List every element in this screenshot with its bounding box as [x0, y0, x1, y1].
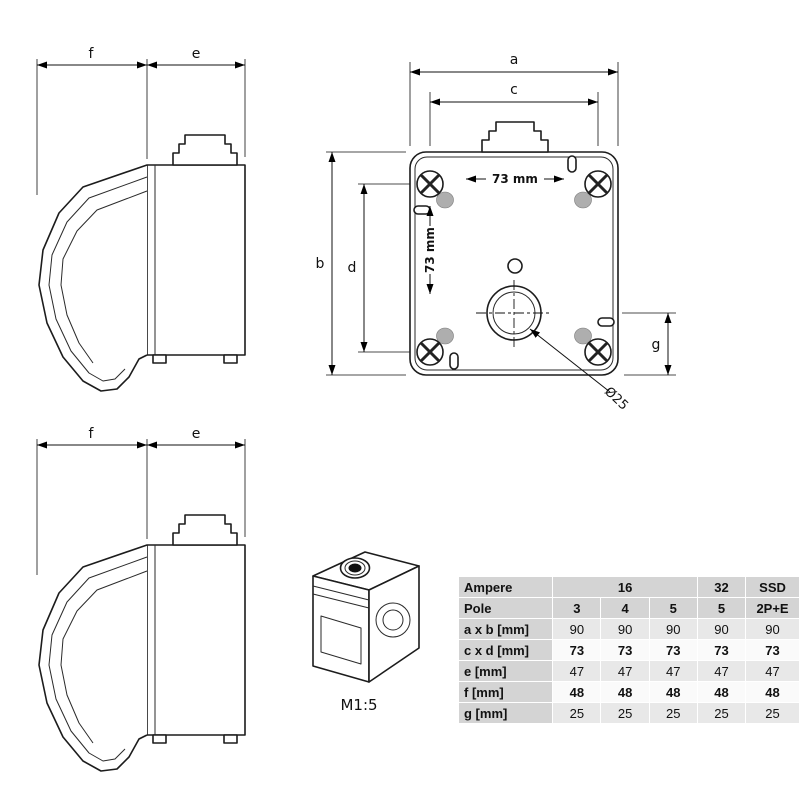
table-cell: 47: [696, 660, 747, 682]
side-view-top: f e: [36, 46, 246, 392]
socket-recess: [375, 602, 411, 638]
dimension-label-g: g: [652, 337, 661, 353]
screw-bottom-right: [574, 327, 612, 366]
table-cell: 90: [552, 618, 602, 640]
mounting-foot: [223, 734, 238, 744]
table-cell: 47: [600, 660, 650, 682]
table-cell: 2P+E: [745, 597, 800, 619]
table-cell: 73: [552, 639, 602, 661]
table-cell: 48: [552, 681, 602, 703]
table-row-ampere: Ampere 16 32 SSD: [457, 576, 800, 598]
membrane-gland: [481, 121, 549, 153]
table-cell: 25: [745, 702, 800, 724]
table-cell: 4: [600, 597, 650, 619]
table-cell: 90: [745, 618, 800, 640]
table-cell: 25: [648, 702, 698, 724]
table-cell: 48: [600, 681, 650, 703]
dimension-label-a: a: [510, 52, 519, 68]
row-header: f [mm]: [457, 681, 554, 703]
screw-top-right: [574, 170, 612, 209]
table-cell: 25: [552, 702, 602, 724]
table-cell: 47: [552, 660, 602, 682]
fixing-slot: [567, 155, 577, 173]
hinged-lid: [38, 164, 148, 392]
row-header: c x d [mm]: [457, 639, 554, 661]
table-cell: 48: [648, 681, 698, 703]
row-header-pole: Pole: [457, 597, 554, 619]
table-cell: 47: [648, 660, 698, 682]
table-cell: 73: [648, 639, 698, 661]
table-cell: 90: [648, 618, 698, 640]
ampere-ssd-cell: SSD: [745, 576, 800, 598]
pilot-hole: [507, 258, 523, 274]
table-cell: 48: [696, 681, 747, 703]
hinged-lid: [38, 544, 148, 772]
dimension-label-b: b: [316, 256, 325, 272]
table-cell: 73: [600, 639, 650, 661]
table-cell: 90: [600, 618, 650, 640]
table-cell: 25: [696, 702, 747, 724]
fixing-slot: [413, 205, 431, 215]
lid-window: [320, 615, 362, 665]
mounting-foot: [152, 734, 167, 744]
dimension-label-c: c: [510, 82, 518, 98]
gland-hole: [348, 563, 362, 573]
table-cell: 90: [696, 618, 747, 640]
table-row-e: e [mm] 47 47 47 47 47: [457, 660, 800, 682]
fixing-slot: [449, 352, 459, 370]
table-row-axb: a x b [mm] 90 90 90 90 90: [457, 618, 800, 640]
membrane-gland: [172, 514, 238, 546]
table-row-pole: Pole 3 4 5 5 2P+E: [457, 597, 800, 619]
spec-table: Ampere 16 32 SSD Pole 3 4 5 5 2P+E a x b…: [457, 576, 800, 724]
table-cell: 3: [552, 597, 602, 619]
table-cell: 48: [745, 681, 800, 703]
mounting-foot: [152, 354, 167, 364]
membrane-gland: [172, 134, 238, 166]
screw-top-left: [416, 170, 454, 209]
table-cell: 73: [696, 639, 747, 661]
enclosure-body: [146, 164, 246, 356]
ampere-16-cell: 16: [552, 576, 698, 598]
table-cell: 25: [600, 702, 650, 724]
row-header-ampere: Ampere: [457, 576, 554, 598]
table-row-cxd: c x d [mm] 73 73 73 73 73: [457, 639, 800, 661]
table-cell: 73: [745, 639, 800, 661]
table-row-g: g [mm] 25 25 25 25 25: [457, 702, 800, 724]
table-cell: 5: [648, 597, 698, 619]
dimension-label-f: f: [89, 46, 95, 62]
screw-bottom-left: [416, 327, 454, 366]
dimension-label-e: e: [192, 46, 201, 62]
diameter-leader: [529, 328, 611, 393]
scale-label: M1:5: [340, 696, 377, 714]
table-cell: 47: [745, 660, 800, 682]
table-cell: 5: [696, 597, 747, 619]
table-row-f: f [mm] 48 48 48 48 48: [457, 681, 800, 703]
hole-spacing-v-label: 73 mm: [423, 227, 437, 273]
rear-view: a c b d g: [316, 52, 676, 414]
dimension-label-e: e: [192, 426, 201, 442]
row-header: e [mm]: [457, 660, 554, 682]
box-side-face: [368, 565, 420, 683]
side-view-bottom: f e: [36, 426, 246, 772]
dimension-label-d: d: [348, 260, 357, 276]
perspective-view: M1:5: [312, 551, 420, 714]
fixing-slot: [597, 317, 615, 327]
hole-spacing-h-label: 73 mm: [492, 172, 538, 186]
row-header: a x b [mm]: [457, 618, 554, 640]
row-header: g [mm]: [457, 702, 554, 724]
ampere-32-cell: 32: [696, 576, 747, 598]
dimension-label-f: f: [89, 426, 95, 442]
mounting-foot: [223, 354, 238, 364]
enclosure-body: [146, 544, 246, 736]
